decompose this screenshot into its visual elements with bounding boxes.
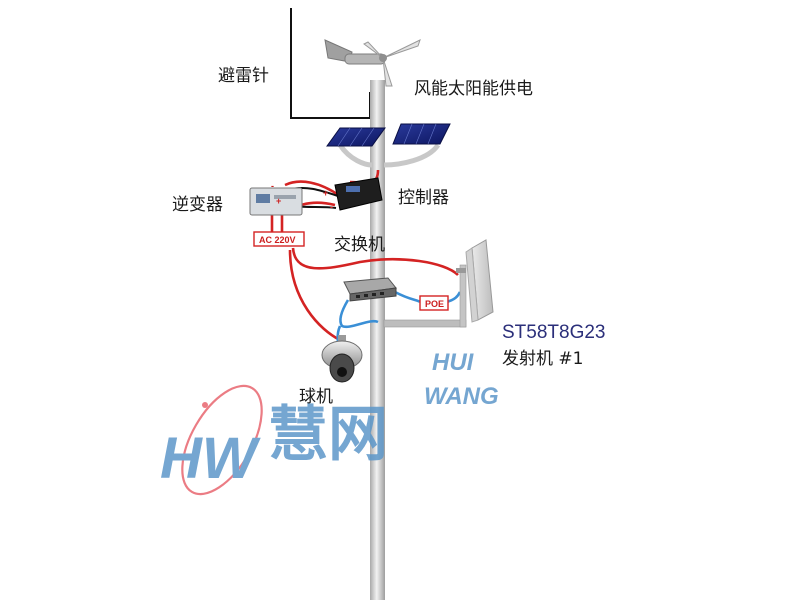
wind-turbine [324, 39, 421, 87]
poe-box [419, 295, 449, 311]
poe-label: POE [425, 299, 444, 309]
dome-camera [321, 335, 363, 383]
antenna-arm [383, 264, 467, 328]
watermark-latin-bottom: WANG [424, 383, 499, 410]
ac-220v-box [253, 231, 305, 247]
watermark-logo-text: HW [160, 426, 261, 491]
lightning-rod-label: 避雷针 [218, 66, 269, 86]
inverter-device [249, 187, 303, 216]
inverter-plus: + [276, 196, 281, 206]
dome-camera-label: 球机 [299, 387, 333, 407]
main-pole [370, 80, 385, 600]
watermark: HW 慧网 HUI WANG [160, 349, 499, 496]
controller-plus: + [323, 188, 328, 198]
controller-minus: - [330, 202, 333, 212]
sector-antenna [465, 239, 494, 323]
transmitter-label: 发射机 #1 [502, 349, 583, 369]
watermark-logo: HW [160, 384, 263, 496]
solar-panels [326, 123, 451, 168]
network-switch [343, 277, 397, 302]
model-label: ST58T8G23 [502, 322, 606, 343]
ac-220v-label: AC 220V [259, 235, 296, 245]
wind-solar-label: 风能太阳能供电 [414, 79, 533, 99]
power-cables [270, 169, 459, 342]
switch-label: 交换机 [334, 235, 385, 255]
controller-label: 控制器 [398, 188, 449, 208]
watermark-brand: 慧网 [268, 400, 388, 470]
controller-device [334, 177, 383, 211]
inverter-label: 逆变器 [172, 195, 223, 215]
inverter-minus: - [271, 181, 274, 191]
watermark-latin-top: HUI [432, 349, 475, 376]
